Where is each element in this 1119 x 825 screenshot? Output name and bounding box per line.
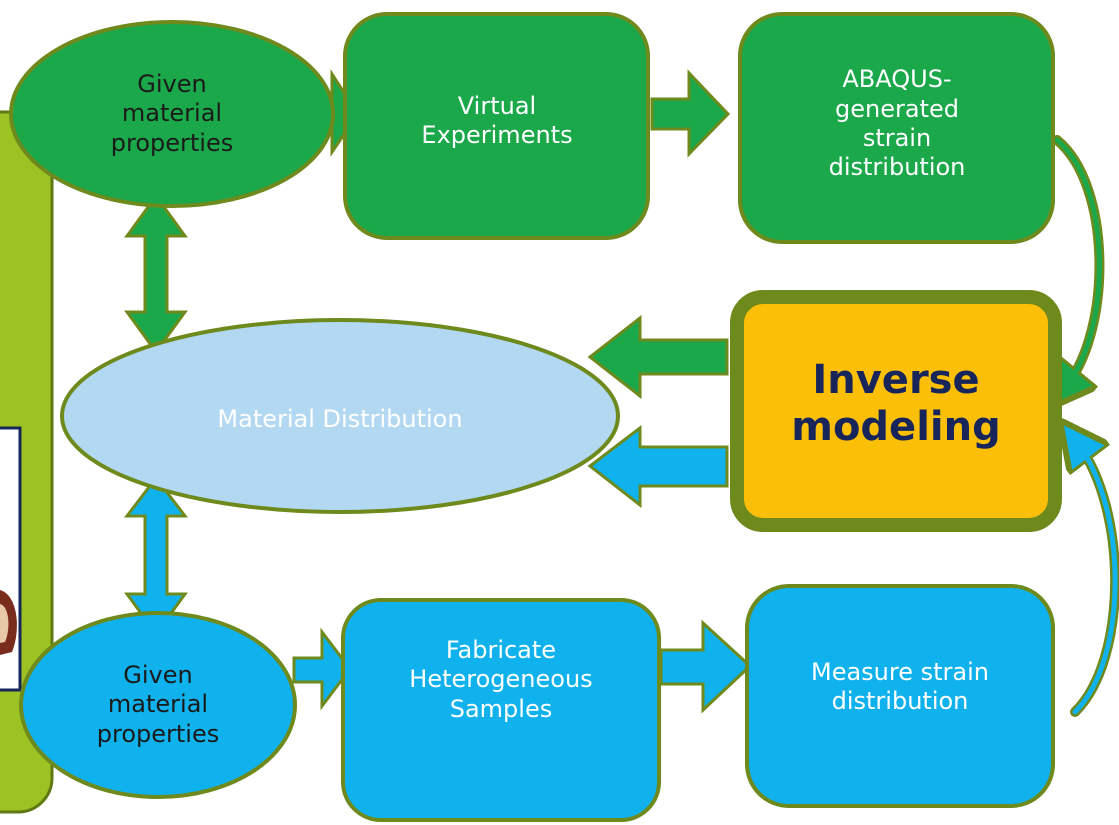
node-fabricate bbox=[341, 598, 661, 822]
label-virtual-experiments: Virtual Experiments bbox=[421, 91, 573, 149]
node-virtual-experiments bbox=[343, 12, 650, 240]
arrow-fabricate-to-measure bbox=[659, 619, 753, 714]
curve-measure-to-inverse bbox=[1075, 444, 1119, 717]
label-inverse-modeling: Inverse modeling bbox=[791, 356, 1001, 450]
curve-abaqus-to-inverse bbox=[1057, 135, 1105, 386]
label-given-bottom: Given material properties bbox=[96, 661, 220, 748]
node-inverse-modeling bbox=[730, 290, 1062, 532]
arrow-inverse-to-material-green bbox=[587, 314, 729, 400]
label-material-distribution: Material Distribution bbox=[217, 405, 463, 434]
label-given-top: Given material properties bbox=[110, 70, 234, 157]
arrow-inverse-to-material-blue bbox=[587, 424, 729, 509]
node-measure bbox=[745, 584, 1055, 808]
label-measure: Measure strain distribution bbox=[811, 657, 989, 715]
label-abaqus: ABAQUS- generated strain distribution bbox=[828, 65, 966, 182]
node-given-bottom bbox=[19, 611, 297, 799]
node-abaqus bbox=[738, 12, 1055, 244]
node-material-distribution bbox=[60, 318, 620, 514]
arrow-virtual-to-abaqus bbox=[650, 69, 731, 158]
side-panel bbox=[0, 110, 54, 814]
double-arrow-bottom bbox=[123, 475, 189, 637]
curve-measure-to-inverse-inner bbox=[1072, 441, 1118, 715]
arrow-given-to-fabricate bbox=[292, 627, 352, 711]
curve-abaqus-to-inverse-inner bbox=[1054, 137, 1102, 389]
node-given-top bbox=[9, 20, 335, 208]
double-arrow-top bbox=[124, 193, 188, 355]
label-fabricate: Fabricate Heterogeneous Samples bbox=[409, 636, 593, 723]
